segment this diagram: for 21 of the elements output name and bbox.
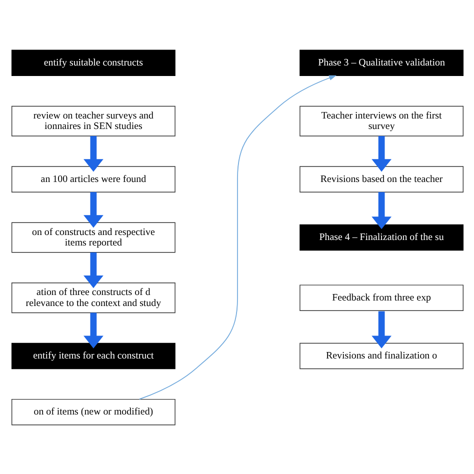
arrow xyxy=(83,312,103,348)
node-box: on of constructs and respective items reported xyxy=(10,222,175,252)
arrow xyxy=(83,136,103,172)
node-box: Phase 4 – Finalization of the su xyxy=(299,224,464,250)
node-box: on of items (new or modified) xyxy=(10,398,175,425)
node-box: Revisions based on the teacher xyxy=(299,166,464,192)
arrow xyxy=(371,192,391,229)
node-box: entify suitable constructs xyxy=(10,49,175,76)
node-box: review on teacher surveys and ionnaires in SEN studies xyxy=(10,105,175,136)
node-box: Phase 3 – Qualitative validation xyxy=(299,49,464,76)
node-box: Teacher interviews on the first survey xyxy=(299,105,464,136)
node-box: Revisions and finalization o xyxy=(299,342,464,369)
node-box: Feedback from three exp xyxy=(299,284,464,310)
arrow xyxy=(138,74,336,400)
node-box: an 100 articles were found xyxy=(10,166,175,192)
arrow xyxy=(83,252,103,288)
arrow xyxy=(371,136,391,172)
node-box: ation of three constructs of d relevance to the context and study xyxy=(10,282,175,313)
node-box: entify items for each construct xyxy=(10,342,175,369)
arrow xyxy=(371,310,391,348)
arrow xyxy=(83,192,103,228)
